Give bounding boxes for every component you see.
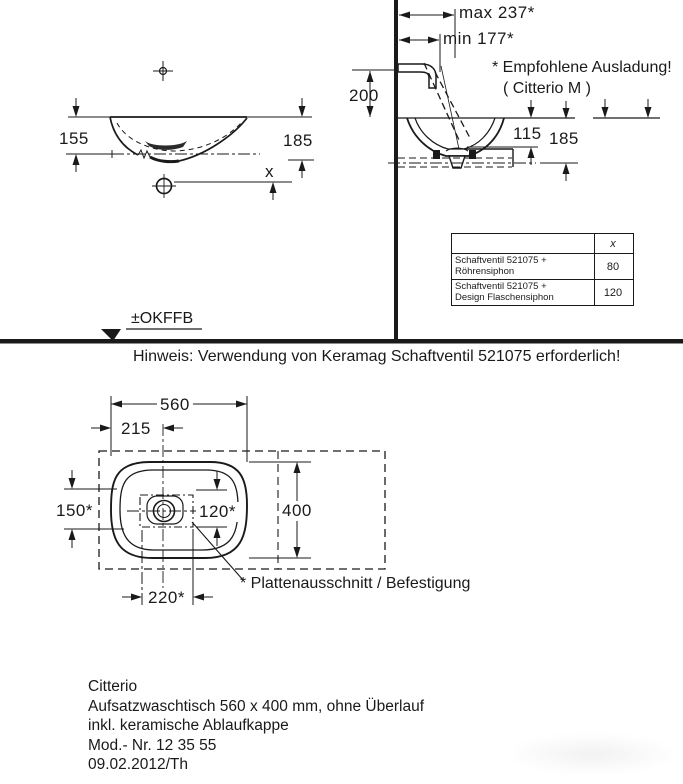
dim-200-label: 200 — [349, 86, 379, 105]
dim-185-side-label: 185 — [549, 129, 579, 148]
plan-view-countertop — [98, 450, 386, 570]
dim-115-label: 115 — [513, 124, 542, 143]
side-view-faucet — [397, 62, 471, 150]
dim-560-label: 560 — [157, 395, 193, 415]
product-description-2: inkl. keramische Ablaufkappe — [88, 717, 289, 734]
siphon-row2-label-line1: Schaftventil 521075 + — [455, 281, 547, 292]
note-ausladung-line2: ( Citterio M ) — [503, 80, 591, 97]
dim-min-reach-label: min 177* — [443, 29, 515, 48]
floor-line — [0, 339, 683, 344]
siphon-table-header-x: x — [610, 237, 616, 250]
dim-215-label: 215 — [118, 419, 154, 439]
siphon-table-header-empty — [452, 234, 595, 253]
table-row: Schaftventil 521075 + Röhrensiphon 80 — [452, 254, 633, 280]
side-view-basin — [388, 117, 575, 169]
series-name: Citterio — [88, 678, 138, 695]
front-view-dimensions — [66, 98, 314, 200]
note-ausladung-line1: * Empfohlene Ausladung! — [492, 59, 672, 76]
side-view-dimensions — [352, 9, 660, 181]
dim-120-label: 120* — [196, 502, 239, 522]
siphon-row1-label-line2: Röhrensiphon — [455, 265, 515, 277]
front-view-basin — [109, 61, 260, 198]
siphon-table-header-row: x — [452, 234, 633, 254]
product-description: Aufsatzwaschtisch 560 x 400 mm, ohne Übe… — [88, 697, 425, 715]
siphon-row2-label-line2: Design Flaschensiphon — [455, 291, 554, 303]
model-number: Mod.- Nr. 12 35 55 — [88, 736, 217, 754]
watermark-smudge — [505, 733, 680, 775]
dim-155-label: 155 — [59, 129, 89, 148]
siphon-row1-x-value: 80 — [606, 260, 620, 273]
dim-max-reach-label: max 237* — [459, 3, 535, 22]
cutout-note-label: * Plattenausschnitt / Befestigung — [240, 575, 471, 592]
technical-drawing-canvas — [0, 0, 683, 605]
drawing-date: 09.02.2012/Th — [88, 756, 188, 773]
title-block: Citterio Aufsatzwaschtisch 560 x 400 mm,… — [88, 677, 424, 775]
dim-185-front-label: 185 — [283, 131, 313, 150]
siphon-row2-x-value: 120 — [603, 286, 623, 299]
siphon-row1-label-line1: Schaftventil 521075 + — [455, 255, 547, 266]
level-label: ±OKFFB — [131, 310, 194, 327]
wall-line — [394, 0, 398, 340]
dim-150-label: 150* — [56, 501, 93, 520]
dim-220-label: 220* — [145, 588, 188, 608]
hinweis-note: Hinweis: Verwendung von Keramag Schaftve… — [133, 348, 621, 365]
plan-view-dimensions — [64, 396, 311, 605]
level-marker — [101, 328, 202, 341]
dim-400-label: 400 — [279, 501, 315, 521]
dim-x-label: x — [265, 162, 274, 181]
table-row: Schaftventil 521075 + Design Flaschensip… — [452, 280, 633, 305]
siphon-table: x Schaftventil 521075 + Röhrensiphon 80 … — [451, 233, 634, 306]
